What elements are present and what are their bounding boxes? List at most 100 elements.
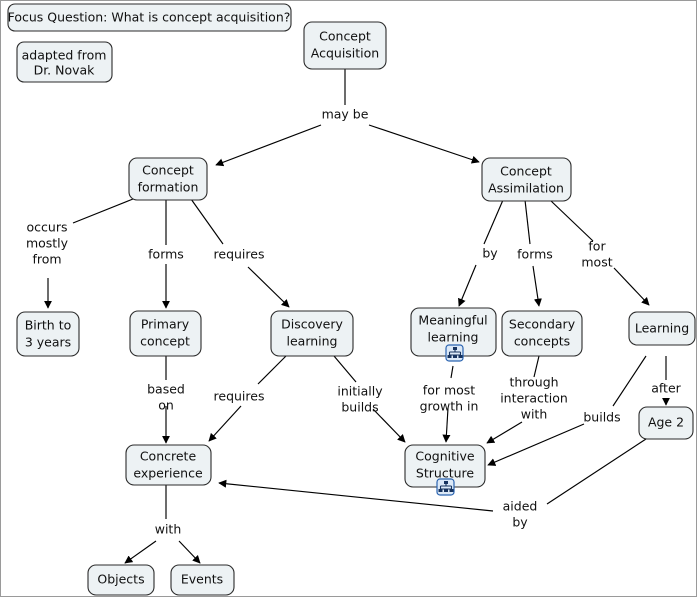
edge-with-objects — [124, 540, 157, 564]
edge-requires-concrete — [208, 405, 242, 442]
node-secondary-concepts[interactable]: Secondary concepts — [501, 310, 583, 357]
link-label-forms-left: forms — [148, 247, 184, 262]
edge-maybe-concept-formation — [215, 124, 322, 167]
node-objects[interactable]: Objects — [87, 564, 155, 596]
link-label-text: growth in — [420, 399, 479, 414]
link-label-text: for most — [423, 383, 475, 398]
node-label-line1: Concept — [319, 29, 371, 44]
link-label-text: by — [512, 515, 528, 530]
node-concrete-experience[interactable]: Concrete experience — [125, 444, 212, 486]
node-label-line1: Concept — [142, 163, 194, 178]
link-label-with: with — [155, 522, 182, 537]
node-label-line2: formation — [138, 180, 199, 195]
node-label-line2: Structure — [416, 466, 474, 481]
link-label-builds: builds — [583, 410, 620, 425]
link-label-text: occurs — [27, 220, 68, 235]
edge-assimilation-by — [483, 199, 504, 245]
link-label-initially-builds: initially builds — [337, 384, 383, 415]
focus-question-box[interactable]: Focus Question: What is concept acquisit… — [7, 3, 292, 32]
edge-assimilation-formost — [549, 199, 594, 242]
node-label-line1: Concept — [500, 164, 552, 179]
node-learning[interactable]: Learning — [628, 311, 696, 346]
node-label-line1: Learning — [635, 321, 689, 336]
link-label-text: on — [158, 398, 174, 413]
link-label-text: mostly — [26, 236, 69, 251]
link-label-text: from — [32, 252, 61, 267]
node-age-2[interactable]: Age 2 — [638, 406, 694, 440]
link-label-occurs-mostly-from: occurs mostly from — [26, 220, 69, 267]
credit-box[interactable]: adapted from Dr. Novak — [16, 41, 113, 83]
edge-meaningful-formostgrowth — [450, 365, 454, 379]
node-events[interactable]: Events — [170, 564, 235, 596]
link-label-aided-by: aided by — [503, 499, 538, 530]
edge-with-events — [178, 540, 201, 564]
link-label-text: forms — [517, 247, 553, 262]
edge-initially-cognitive — [372, 408, 406, 443]
link-label-requires-top: requires — [214, 247, 265, 262]
edge-assimilation-forms — [524, 199, 531, 245]
focus-question-text: Focus Question: What is concept acquisit… — [8, 10, 291, 25]
node-label-line1: Secondary — [509, 317, 576, 332]
link-label-for-most-growth-in: for most growth in — [420, 383, 479, 414]
edge-age2-aidedby — [546, 438, 647, 505]
link-label-for-most: for most — [581, 239, 612, 270]
node-label-line2: concept — [140, 334, 190, 349]
edge-formation-requires — [190, 198, 224, 245]
link-label-based-on: based on — [147, 382, 185, 413]
link-label-text: most — [581, 255, 612, 270]
node-label-line1: Cognitive — [415, 449, 474, 464]
link-label-text: after — [651, 381, 681, 396]
link-label-requires-lower: requires — [214, 389, 265, 404]
node-label-line2: Acquisition — [311, 46, 379, 61]
link-label-text: builds — [341, 400, 378, 415]
link-label-text: builds — [583, 410, 620, 425]
edge-through-cognitive — [486, 421, 523, 444]
edge-discovery-requires — [257, 355, 287, 385]
edge-forms-secondary — [532, 265, 542, 307]
link-label-text: for — [588, 239, 606, 254]
node-label-line2: 3 years — [25, 335, 71, 350]
link-label-text: through — [509, 375, 558, 390]
link-label-through-interaction-with: through interaction with — [500, 375, 568, 422]
edge-by-meaningful — [458, 264, 477, 307]
node-label-line1: Objects — [97, 572, 144, 587]
edge-secondary-through — [533, 355, 540, 378]
link-label-text: based — [147, 382, 185, 397]
node-concept-assimilation[interactable]: Concept Assimilation — [481, 157, 572, 202]
link-label-text: by — [482, 246, 498, 261]
credit-line-2: Dr. Novak — [34, 63, 96, 78]
edge-formation-occurs — [72, 198, 134, 224]
node-label-line1: Age 2 — [648, 415, 684, 430]
link-label-text: initially — [337, 384, 383, 399]
link-label-text: with — [521, 407, 548, 422]
link-label-text: aided — [503, 499, 538, 514]
node-concept-formation[interactable]: Concept formation — [128, 157, 208, 201]
node-label-line2: experience — [133, 466, 203, 481]
edge-builds-cognitive — [487, 423, 585, 466]
node-label-line2: Assimilation — [488, 181, 564, 196]
concept-map-resource-icon[interactable] — [436, 478, 455, 496]
node-label-line1: Primary — [141, 317, 190, 332]
node-primary-concept[interactable]: Primary concept — [129, 310, 202, 357]
node-label-line1: Concrete — [140, 449, 197, 464]
link-label-forms-right: forms — [517, 247, 553, 262]
link-label-text: with — [155, 522, 182, 537]
edge-discovery-initially — [333, 355, 357, 383]
node-label-line1: Meaningful — [418, 313, 487, 328]
edge-requires-discovery — [247, 266, 290, 308]
node-label-line2: learning — [428, 330, 479, 345]
link-label-text: interaction — [500, 391, 568, 406]
node-concept-acquisition[interactable]: Concept Acquisition — [303, 21, 387, 70]
credit-line-1: adapted from — [22, 48, 107, 63]
node-birth-to-3-years[interactable]: Birth to 3 years — [16, 311, 80, 357]
node-cognitive-structure[interactable]: Cognitive Structure — [404, 444, 486, 488]
edge-formostgrowth-cognitive — [442, 407, 451, 443]
concept-map-resource-icon[interactable] — [445, 344, 464, 362]
node-label-line1: Birth to — [25, 318, 72, 333]
link-label-text: requires — [214, 389, 265, 404]
node-label-line2: learning — [287, 334, 338, 349]
node-discovery-learning[interactable]: Discovery learning — [270, 310, 354, 357]
link-label-text: requires — [214, 247, 265, 262]
node-meaningful-learning[interactable]: Meaningful learning — [410, 307, 497, 357]
